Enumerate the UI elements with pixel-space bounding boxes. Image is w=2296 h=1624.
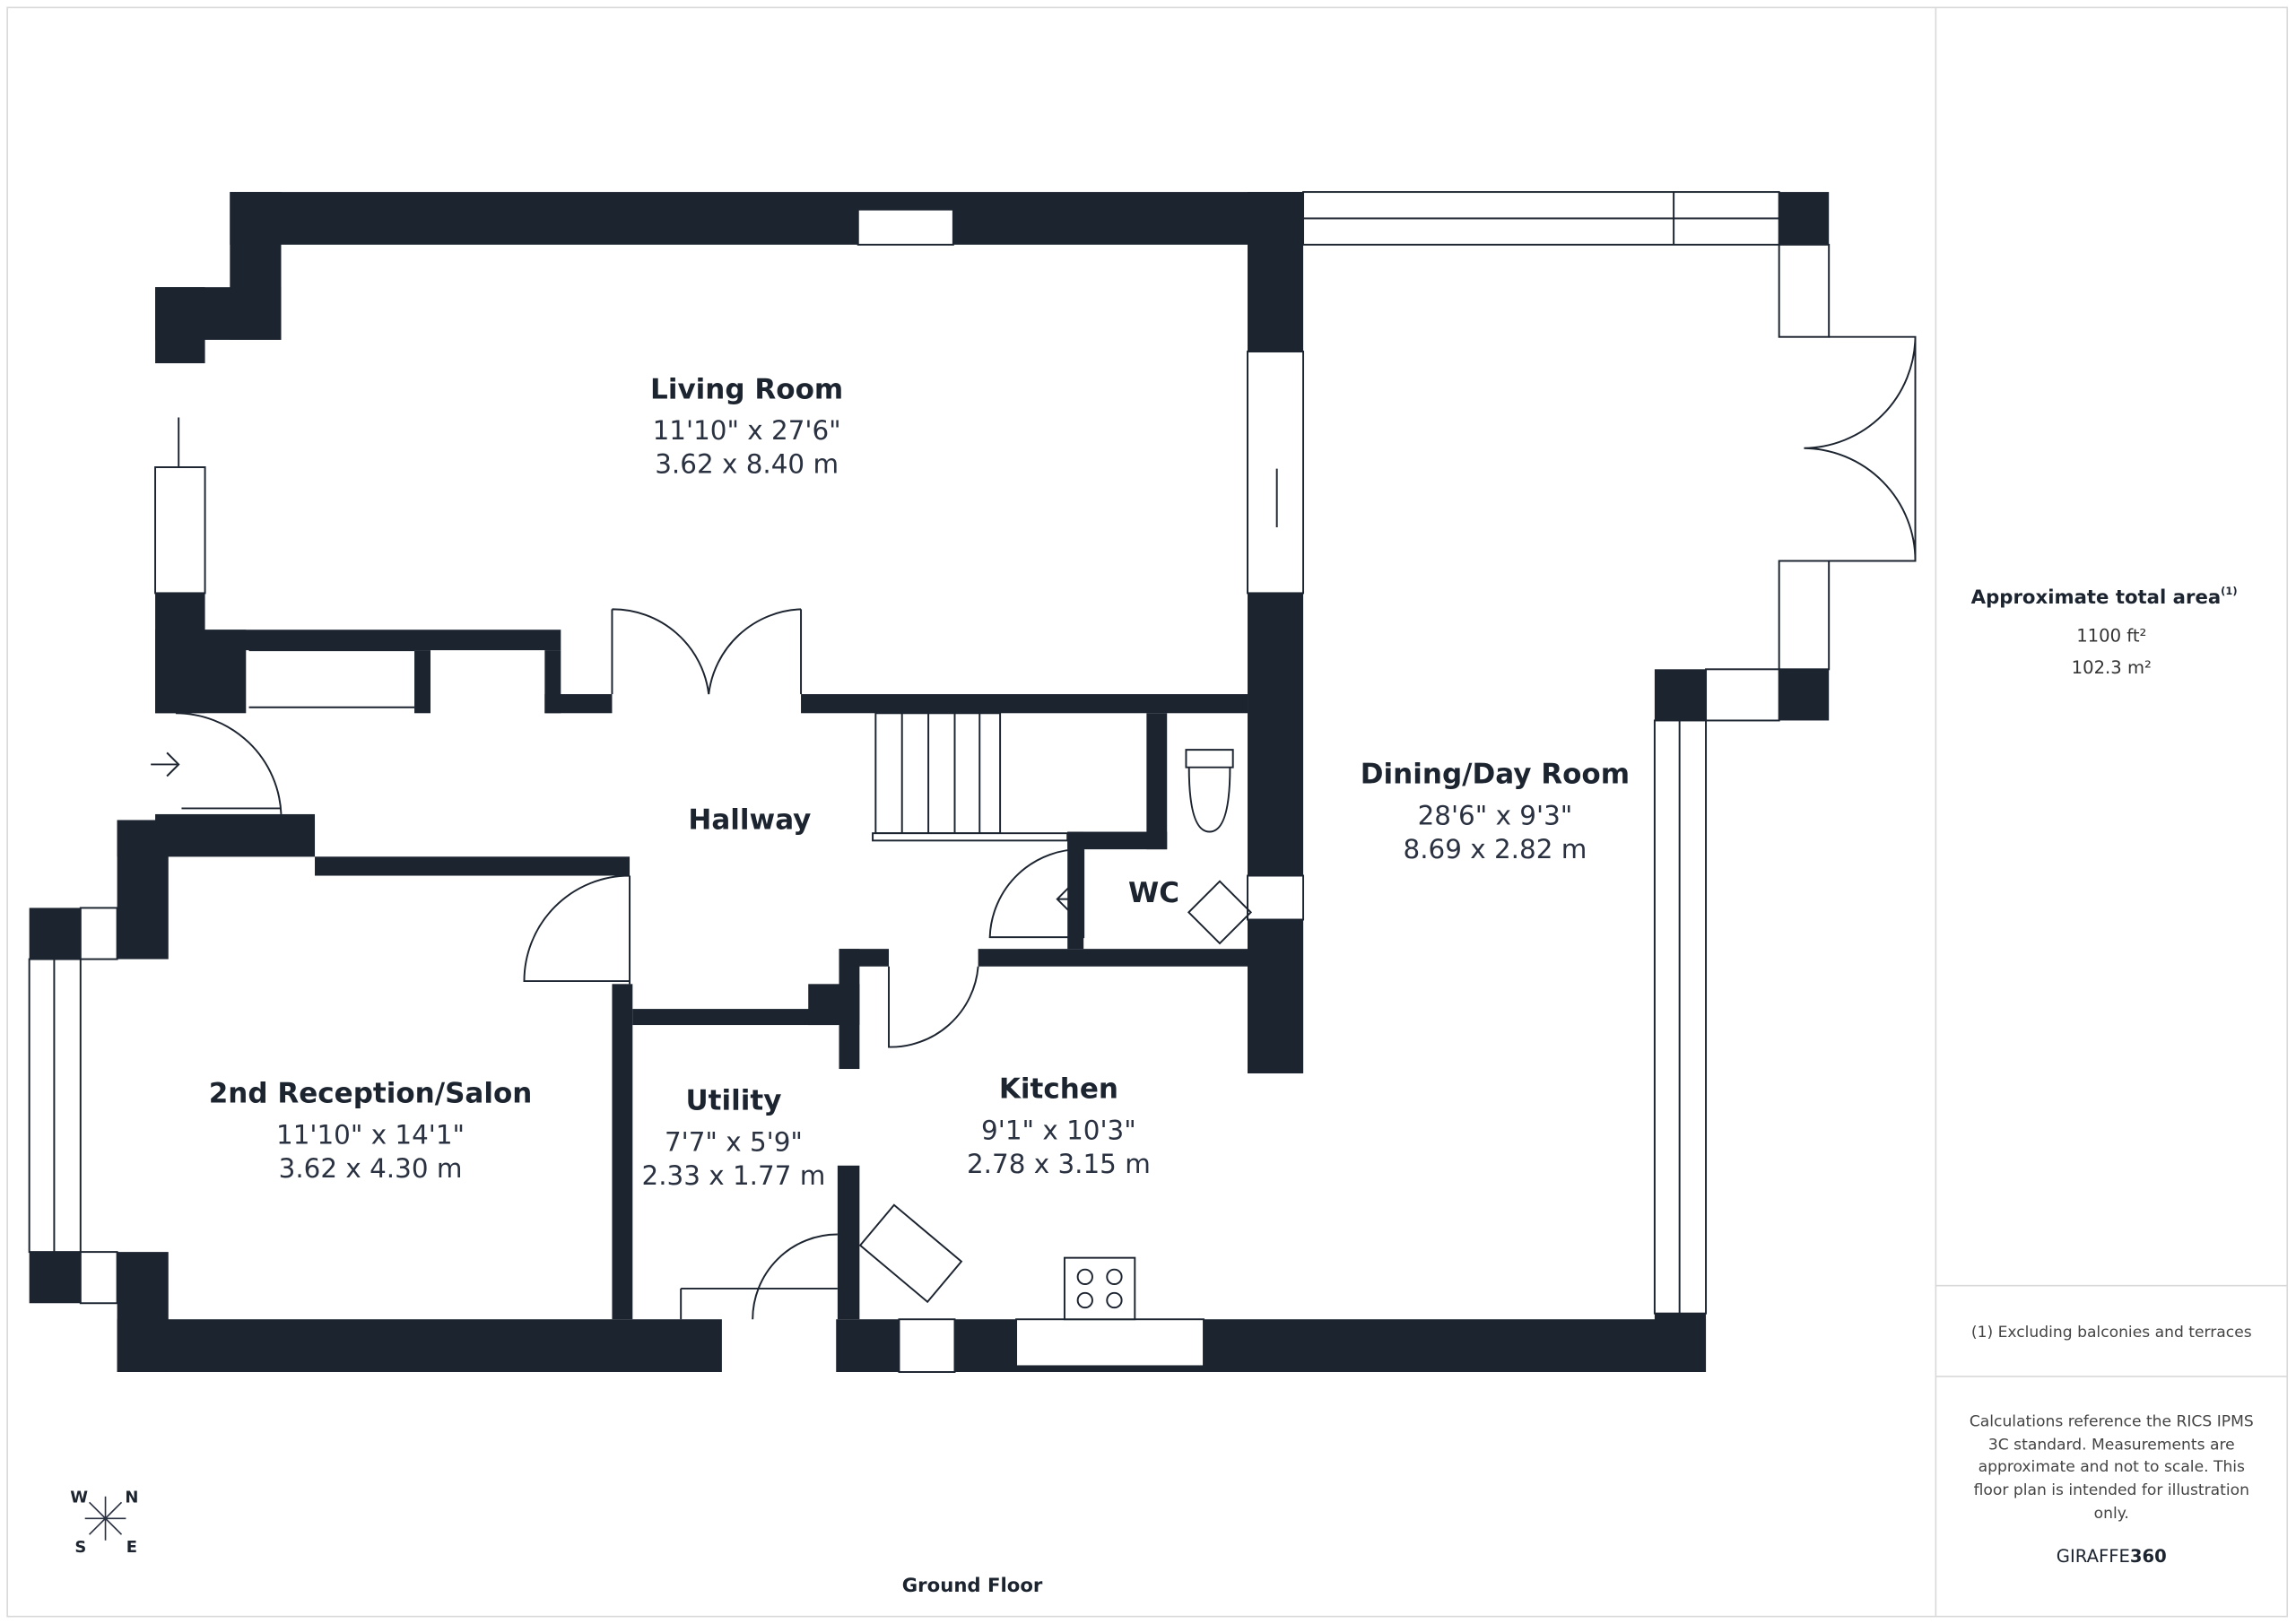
- room-imperial-reception: 11'10" x 14'1": [276, 1119, 465, 1150]
- room-imperial-kitchen: 9'1" x 10'3": [981, 1115, 1136, 1145]
- walls: [29, 192, 1830, 1372]
- room-imperial-living: 11'10" x 27'6": [653, 415, 841, 446]
- footnote: (1) Excluding balconies and terraces: [1971, 1324, 2252, 1342]
- brand-a: GIRAFFE: [2057, 1546, 2130, 1567]
- brand-b: 360: [2130, 1546, 2167, 1567]
- room-name-wc: WC: [1128, 877, 1179, 909]
- room-metric-dining: 8.69 x 2.82 m: [1404, 834, 1587, 864]
- area-sup: (1): [2221, 585, 2237, 597]
- compass-w: W: [70, 1488, 88, 1507]
- room-metric-kitchen: 2.78 x 3.15 m: [967, 1149, 1151, 1179]
- wc-sink-icon: [1187, 880, 1253, 945]
- room-name-utility: Utility: [685, 1085, 781, 1117]
- compass-n: N: [125, 1488, 138, 1507]
- disclaimer-line-4: floor plan is intended for illustration: [1974, 1481, 2249, 1499]
- floor-label: Ground Floor: [902, 1575, 1043, 1597]
- hob-icon: [1063, 1256, 1136, 1321]
- stairs: [872, 712, 1069, 842]
- area-ft: 1100 ft²: [2076, 625, 2146, 646]
- windows: [28, 191, 1831, 1373]
- disclaimer-line-5: only.: [2094, 1505, 2129, 1523]
- compass-s: S: [74, 1538, 86, 1557]
- fixtures: [151, 749, 1253, 1321]
- fireplace: [857, 208, 954, 246]
- area-title: Approximate total area(1): [1971, 585, 2238, 609]
- disclaimer-line-1: Calculations reference the RICS IPMS: [1970, 1412, 2254, 1430]
- disclaimer-line-2: 3C standard. Measurements are: [1988, 1437, 2235, 1455]
- room-imperial-dining: 28'6" x 9'3": [1418, 800, 1573, 830]
- toilet-icon: [1185, 749, 1234, 833]
- kitchen-sink-icon: [858, 1203, 963, 1304]
- area-title-text: Approximate total area: [1971, 586, 2222, 609]
- wc-door-arrow-icon: [1056, 886, 1081, 912]
- room-name-dining: Dining/Day Room: [1361, 759, 1630, 791]
- compass-e: E: [126, 1538, 137, 1557]
- room-name-kitchen: Kitchen: [999, 1073, 1118, 1106]
- room-name-hallway: Hallway: [688, 803, 811, 836]
- entrance-arrow-icon: [151, 751, 180, 777]
- doors: [175, 335, 1917, 1320]
- info-panel: Approximate total area(1) 1100 ft² 102.3…: [1970, 585, 2254, 1567]
- room-labels: Living Room 11'10" x 27'6" 3.62 x 8.40 m…: [209, 373, 1630, 1191]
- room-name-living: Living Room: [650, 373, 843, 405]
- room-name-reception: 2nd Reception/Salon: [209, 1078, 533, 1110]
- area-m: 102.3 m²: [2072, 657, 2152, 678]
- room-imperial-utility: 7'7" x 5'9": [665, 1126, 803, 1157]
- room-metric-utility: 2.33 x 1.77 m: [642, 1160, 826, 1191]
- brand-logo: GIRAFFE360: [2057, 1546, 2167, 1567]
- compass: W N S E: [70, 1488, 138, 1557]
- room-metric-living: 3.62 x 8.40 m: [655, 449, 839, 480]
- room-metric-reception: 3.62 x 4.30 m: [279, 1153, 463, 1184]
- disclaimer-line-3: approximate and not to scale. This: [1979, 1458, 2245, 1476]
